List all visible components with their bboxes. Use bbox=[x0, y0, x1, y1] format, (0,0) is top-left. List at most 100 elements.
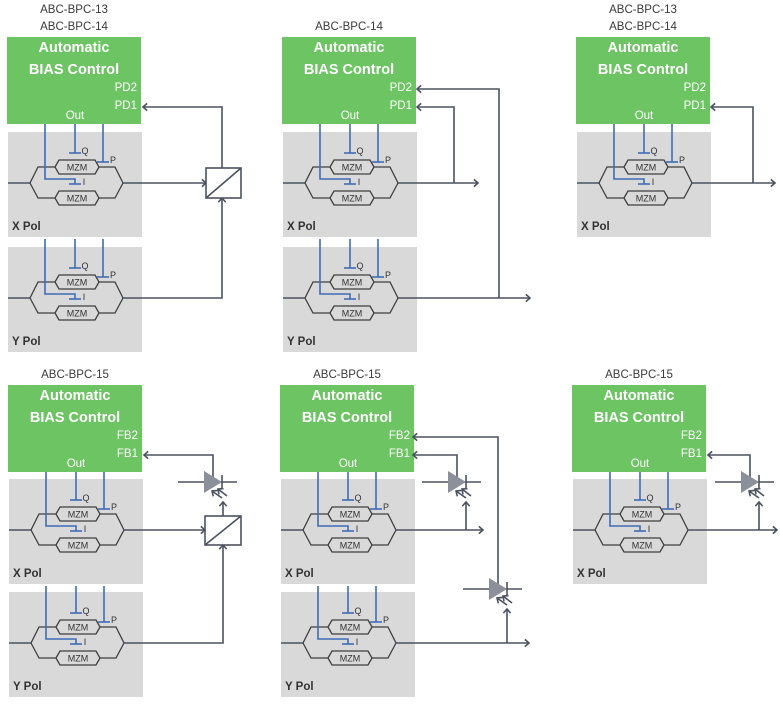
arrowhead bbox=[502, 607, 512, 614]
bias-line-i bbox=[45, 586, 77, 644]
feedback-pd1-line bbox=[417, 106, 455, 183]
feedback-fb1-line bbox=[413, 454, 458, 478]
controller-output-label: Out bbox=[66, 110, 85, 122]
mzm-label: MZM bbox=[68, 654, 89, 664]
lower-arm-in bbox=[594, 529, 620, 546]
upper-arm-in bbox=[304, 281, 330, 299]
controller-port-lower: FB1 bbox=[117, 448, 138, 460]
arrowhead bbox=[461, 500, 471, 507]
light-ray-arrowhead bbox=[461, 487, 468, 495]
bias-label-p: P bbox=[385, 270, 391, 280]
arrowhead bbox=[473, 178, 480, 188]
light-ray bbox=[754, 488, 765, 497]
arrowhead bbox=[411, 432, 418, 442]
mzm-lower bbox=[54, 190, 100, 206]
bias-label-q: Q bbox=[650, 146, 657, 156]
mzm-lower bbox=[55, 537, 101, 553]
controller-subtitle: BIAS Control bbox=[302, 410, 392, 426]
feedback-fb1-line bbox=[144, 454, 214, 478]
bias-label-q: Q bbox=[82, 493, 89, 503]
lower-arm-in bbox=[302, 642, 328, 659]
mzm-label: MZM bbox=[68, 541, 89, 551]
controller-port-lower: PD1 bbox=[390, 100, 412, 112]
mzm-lower bbox=[329, 190, 375, 206]
light-ray bbox=[496, 597, 508, 606]
light-ray-arrowhead bbox=[754, 487, 761, 495]
controller-title: Automatic bbox=[39, 40, 110, 56]
lower-arm-out bbox=[372, 642, 397, 659]
arrowhead bbox=[525, 293, 532, 303]
light-ray bbox=[211, 490, 223, 499]
lower-arm-in bbox=[304, 182, 330, 199]
bias-label-p: P bbox=[675, 502, 681, 512]
arrowhead bbox=[770, 178, 777, 188]
mzm-lower bbox=[327, 650, 373, 666]
bias-line-i bbox=[613, 124, 645, 184]
controller-port-upper: FB2 bbox=[681, 430, 702, 442]
mzm-label: MZM bbox=[67, 163, 88, 173]
mzm-lower bbox=[619, 537, 665, 553]
bias-label-p: P bbox=[111, 615, 117, 625]
bias-label-q: Q bbox=[81, 146, 88, 156]
lower-arm-out bbox=[372, 529, 397, 546]
bias-line-i bbox=[319, 124, 351, 184]
controller-port-upper: PD2 bbox=[390, 82, 412, 94]
controller-output-label: Out bbox=[339, 458, 358, 470]
part-number-label: ABC-BPC-15 bbox=[313, 369, 381, 381]
bias-label-p: P bbox=[383, 502, 389, 512]
beam-combiner-diagonal bbox=[205, 167, 242, 199]
mzm-label: MZM bbox=[68, 623, 89, 633]
lower-arm-out bbox=[100, 529, 125, 546]
bias-label-q: Q bbox=[354, 493, 361, 503]
controller-port-lower: PD1 bbox=[115, 100, 137, 112]
mzm-upper bbox=[55, 619, 101, 635]
controller-port-lower: FB1 bbox=[681, 448, 702, 460]
polarization-label: X Pol bbox=[287, 221, 316, 233]
lower-arm-out bbox=[374, 182, 399, 199]
upper-arm-in bbox=[598, 166, 624, 184]
mzm-label: MZM bbox=[342, 163, 363, 173]
bias-line-i bbox=[317, 472, 349, 531]
mzm-upper bbox=[327, 506, 373, 522]
upper-arm-out bbox=[100, 513, 125, 531]
arrowhead bbox=[218, 500, 228, 507]
controller-output-label: Out bbox=[631, 458, 650, 470]
upper-arm-in bbox=[304, 166, 330, 184]
controller-output-label: Out bbox=[341, 110, 360, 122]
upper-arm-in bbox=[29, 281, 55, 299]
light-ray bbox=[502, 595, 513, 604]
arrowhead bbox=[142, 450, 149, 460]
photodiode-triangle bbox=[204, 471, 222, 493]
photodiode-1 bbox=[422, 471, 481, 499]
upper-arm-out bbox=[100, 626, 125, 644]
bias-label-i: I bbox=[83, 177, 86, 187]
mzm-lower bbox=[327, 537, 373, 553]
upper-arm-out bbox=[99, 166, 124, 184]
mzm-label: MZM bbox=[342, 278, 363, 288]
bias-label-i: I bbox=[648, 524, 651, 534]
lower-arm-in bbox=[30, 642, 56, 659]
mzm-upper bbox=[54, 159, 100, 175]
mzm-upper bbox=[329, 159, 375, 175]
upper-arm-out bbox=[372, 513, 397, 531]
bias-label-p: P bbox=[111, 502, 117, 512]
polarization-label: Y Pol bbox=[12, 336, 41, 348]
polarization-label: X Pol bbox=[12, 221, 41, 233]
light-ray-arrowhead bbox=[217, 487, 224, 495]
bias-label-i: I bbox=[84, 637, 87, 647]
mzm-upper bbox=[623, 159, 669, 175]
arrowhead bbox=[524, 638, 531, 648]
lower-arm-in bbox=[598, 182, 624, 199]
part-number-label: ABC-BPC-13 bbox=[40, 4, 108, 16]
mzm-label: MZM bbox=[636, 163, 657, 173]
bias-label-p: P bbox=[385, 155, 391, 165]
lower-arm-in bbox=[30, 529, 56, 546]
bias-label-q: Q bbox=[646, 493, 653, 503]
